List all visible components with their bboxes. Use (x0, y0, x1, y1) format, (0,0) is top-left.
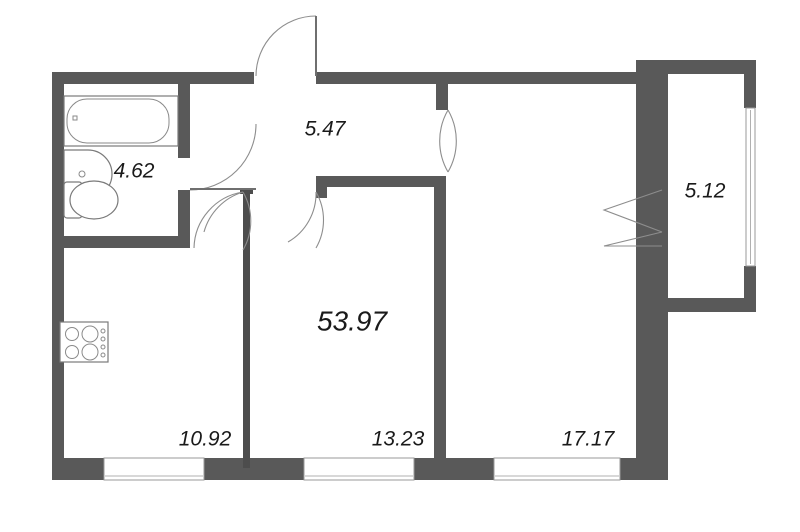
wall-bottom-seg3 (414, 458, 494, 480)
living-room-door[interactable] (439, 109, 457, 173)
area-labels: 4.62 5.47 5.12 10.92 13.23 17.17 53.97 (114, 118, 726, 451)
wall-bathroom-right-lower (178, 190, 190, 248)
kitchen-door[interactable] (193, 191, 252, 251)
entrance-door[interactable] (255, 15, 317, 77)
wall-bottom-seg2 (204, 458, 304, 480)
wall-partition-head (240, 188, 253, 194)
wall-bathroom-bottom (52, 236, 190, 248)
wall-hall-south-jog (316, 176, 327, 198)
windows-bottom (103, 457, 621, 481)
wall-bathroom-right-upper (178, 84, 190, 158)
middle-bedroom-door[interactable] (287, 191, 325, 249)
area-label-balcony: 5.12 (685, 180, 726, 203)
area-label-middle-bedroom: 13.23 (372, 428, 425, 451)
bathtub-fixture (63, 95, 179, 147)
wall-hall-south (316, 176, 446, 187)
wall-hall-right-stub (436, 84, 448, 110)
wall-balcony-right-top (744, 60, 756, 108)
bedroom-window (303, 457, 415, 481)
bathroom-door[interactable] (189, 123, 257, 191)
wall-bedroom-living-divider (434, 176, 446, 468)
wall-left-exterior (52, 72, 64, 468)
wall-top-right (316, 72, 648, 84)
bathroom-fixtures (63, 95, 179, 220)
wall-bottom-seg1 (52, 458, 104, 480)
wall-balcony-jamb-top (636, 74, 662, 190)
balcony-glazing (745, 107, 756, 267)
kitchen-window (103, 457, 205, 481)
stove-fixture (59, 321, 109, 363)
area-label-living-room: 17.17 (562, 428, 616, 451)
area-label-bathroom: 4.62 (114, 160, 155, 183)
balcony-shell (636, 60, 756, 312)
wall-balcony-top (636, 60, 756, 74)
area-label-kitchen: 10.92 (179, 428, 232, 451)
interior-walls (52, 84, 448, 468)
wall-kitchen-bedroom-partition (243, 188, 250, 468)
wall-right-lower (636, 298, 668, 480)
living-room-window (493, 457, 621, 481)
wall-top-left (52, 72, 254, 84)
wall-balcony-right-bottom (744, 266, 756, 312)
area-label-hallway: 5.47 (305, 118, 347, 141)
wall-balcony-jamb-bottom (636, 246, 662, 312)
balcony-folding-door[interactable] (602, 189, 663, 247)
area-label-total: 53.97 (317, 305, 388, 336)
toilet-fixture (63, 180, 119, 220)
wall-balcony-bottom-return (636, 298, 748, 312)
